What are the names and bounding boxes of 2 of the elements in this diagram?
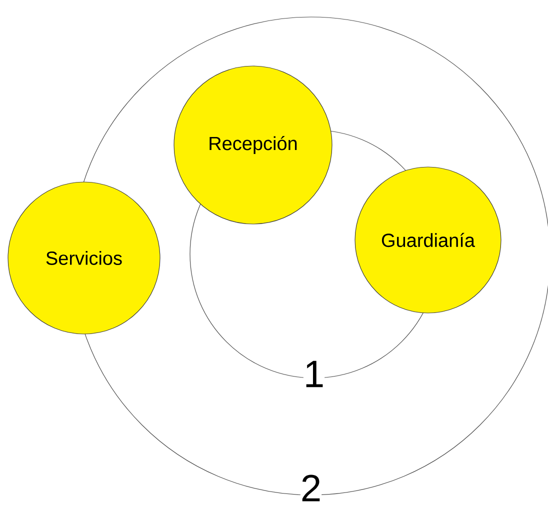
ring-number: 2 [300,474,322,502]
ring-number: 1 [303,360,325,388]
